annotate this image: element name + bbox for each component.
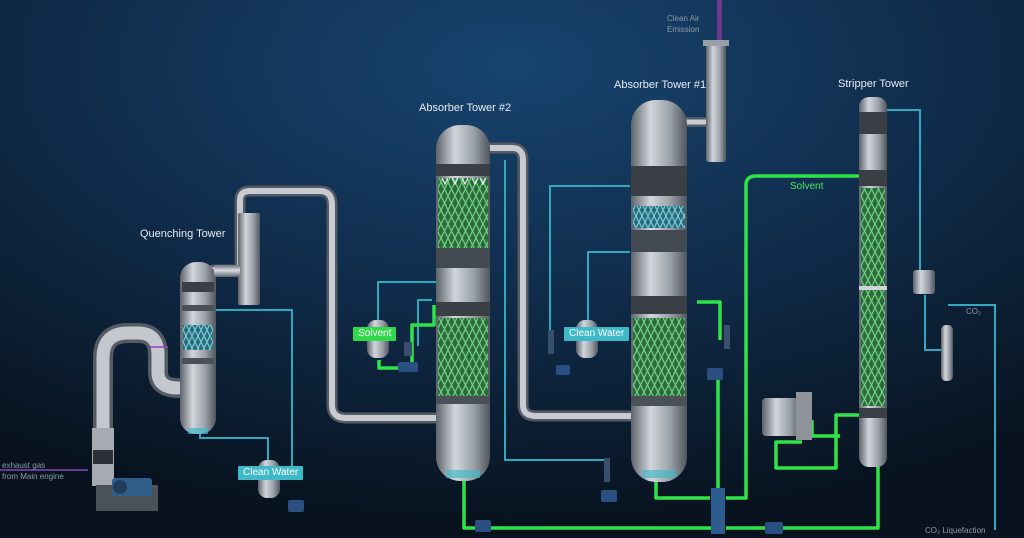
emission-stack [703, 0, 729, 162]
solvent-tag-abs2: Solvent [353, 327, 397, 341]
exhaust-gas-label: exhaust gas from Main engine [2, 460, 64, 482]
co2-label: CO₂ [966, 307, 982, 316]
clean-water-tag-quench: Clean Water [238, 466, 304, 480]
quenching-tower [180, 213, 260, 434]
exhaust-line2: from Main engine [2, 472, 64, 481]
clean-water-tag-abs1: Clean Water [564, 327, 630, 341]
clean-air-emission-label: Clean Air Emission [667, 13, 699, 35]
gas-pipes [93, 117, 719, 440]
condenser-and-separator [913, 270, 953, 381]
pumps [288, 325, 783, 534]
quenching-tower-label: Quenching Tower [140, 228, 226, 240]
reboiler [762, 392, 812, 440]
absorber-tower-1-label: Absorber Tower #1 [614, 79, 707, 91]
clean-air-line2: Emission [667, 25, 700, 34]
stripper-tower [859, 97, 887, 467]
absorber-tower-1 [631, 100, 687, 482]
stripper-tower-label: Stripper Tower [838, 78, 909, 90]
blower-unit [92, 428, 158, 511]
solvent-line-label: Solvent [790, 181, 824, 192]
absorber-tower-2-label: Absorber Tower #2 [419, 102, 512, 114]
absorber-tower-2 [436, 125, 490, 481]
exhaust-line1: exhaust gas [2, 461, 46, 470]
clean-air-line1: Clean Air [667, 14, 700, 23]
co2-liquefaction-label: CO₂ Liquefaction [925, 526, 986, 535]
purple-lines [0, 346, 168, 471]
water-lines [199, 109, 996, 530]
